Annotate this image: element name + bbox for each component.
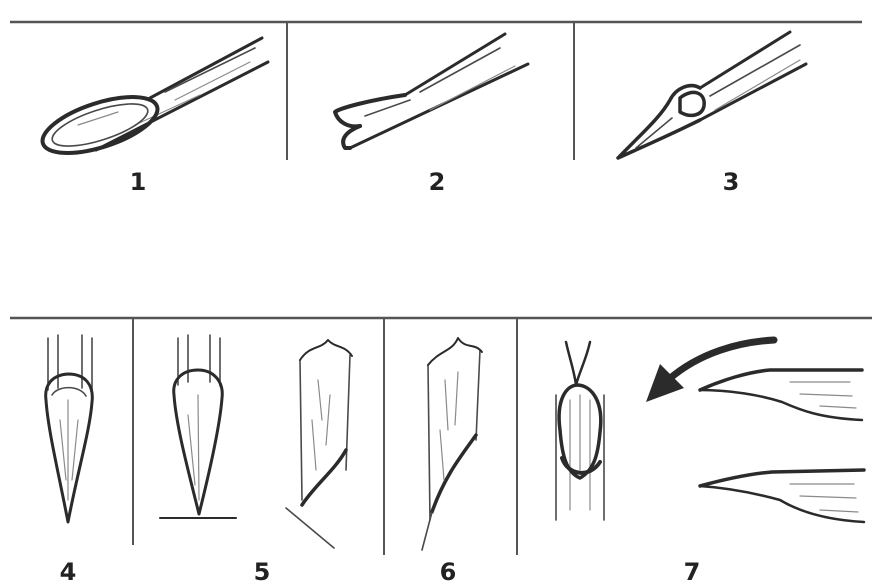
panel-7-illustration (556, 342, 604, 520)
panel-7-profiles (700, 370, 864, 522)
panel-4-illustration (46, 335, 93, 522)
panel-5-illustration (160, 335, 352, 548)
panel-3-label: 3 (723, 168, 740, 196)
panel-2-illustration (335, 34, 528, 148)
panel-1-illustration (36, 38, 268, 164)
panel-6-illustration (422, 338, 482, 550)
panel-6-label: 6 (440, 558, 457, 584)
panel-4-label: 4 (60, 558, 77, 584)
panel-3-illustration (618, 32, 806, 158)
panel-1-label: 1 (130, 168, 147, 196)
panel-7-label: 7 (684, 558, 701, 584)
panel-5-label: 5 (254, 558, 271, 584)
panel-2-label: 2 (429, 168, 446, 196)
